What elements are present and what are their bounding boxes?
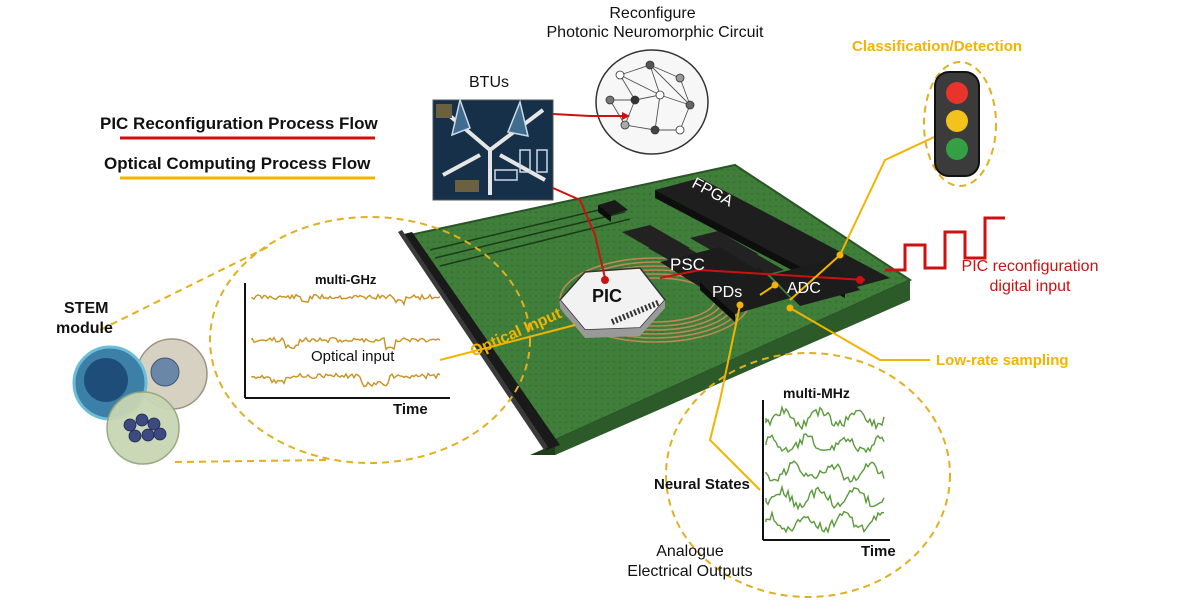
btus-label: BTUs xyxy=(469,74,509,91)
traffic-light-yellow xyxy=(946,110,968,132)
callout-left xyxy=(99,216,531,464)
analogue-label-line2: Electrical Outputs xyxy=(627,563,753,580)
pds-label: PDs xyxy=(712,284,743,301)
pds-chip xyxy=(700,268,790,322)
digital-square-wave xyxy=(885,216,1005,272)
pic-label: PIC xyxy=(592,286,623,306)
classification-label: Classification/Detection xyxy=(852,38,1023,55)
stem-label-line2: module xyxy=(56,320,113,337)
ghz-time-label: Time xyxy=(393,401,428,418)
ghz-signal-traces xyxy=(251,293,441,388)
pic-chip xyxy=(559,267,666,338)
stem-module-cells xyxy=(72,338,208,465)
stem-label-line1: STEM xyxy=(64,300,109,317)
multi-ghz-label: multi-GHz xyxy=(315,272,377,287)
adc-chip xyxy=(770,260,860,306)
optical-input-plot-label: Optical input xyxy=(311,348,395,365)
psc-label: PSC xyxy=(670,255,705,274)
optical-flow-lines xyxy=(439,124,961,491)
adc-label: ADC xyxy=(787,280,821,297)
mhz-trace xyxy=(765,460,885,483)
mhz-time-label: Time xyxy=(861,543,896,560)
low-rate-sampling-label: Low-rate sampling xyxy=(936,352,1069,369)
neural-states-label: Neural States xyxy=(654,476,750,493)
btu-micrograph xyxy=(432,97,554,201)
analogue-label-line1: Analogue xyxy=(656,543,724,560)
reconfigure-title-line2: Photonic Neuromorphic Circuit xyxy=(546,24,764,41)
callout-bottom xyxy=(665,352,951,598)
reconfig-input-line1: PIC reconfiguration xyxy=(961,258,1099,275)
callout-traffic-light xyxy=(923,61,997,187)
reconfig-flow-lines xyxy=(552,112,866,284)
multi-mhz-label: multi-MHz xyxy=(783,385,850,401)
mhz-signal-traces xyxy=(765,404,885,534)
chip-small xyxy=(598,200,628,222)
reconfigure-title-line1: Reconfigure xyxy=(609,5,696,22)
legend-reconfig-flow: PIC Reconfiguration Process Flow xyxy=(100,114,378,133)
legend-optical-flow: Optical Computing Process Flow xyxy=(104,154,371,173)
traffic-light-green xyxy=(946,138,968,160)
mhz-plot-axes xyxy=(762,400,890,541)
neuromorphic-circuit xyxy=(595,49,709,155)
mhz-trace xyxy=(765,404,885,431)
traffic-light xyxy=(934,71,980,177)
mhz-trace xyxy=(765,433,885,454)
mhz-trace xyxy=(765,484,885,511)
ghz-plot-axes xyxy=(244,283,450,399)
reconfig-input-line2: digital input xyxy=(989,278,1071,295)
mhz-trace xyxy=(765,510,885,534)
traffic-light-red xyxy=(946,82,968,104)
